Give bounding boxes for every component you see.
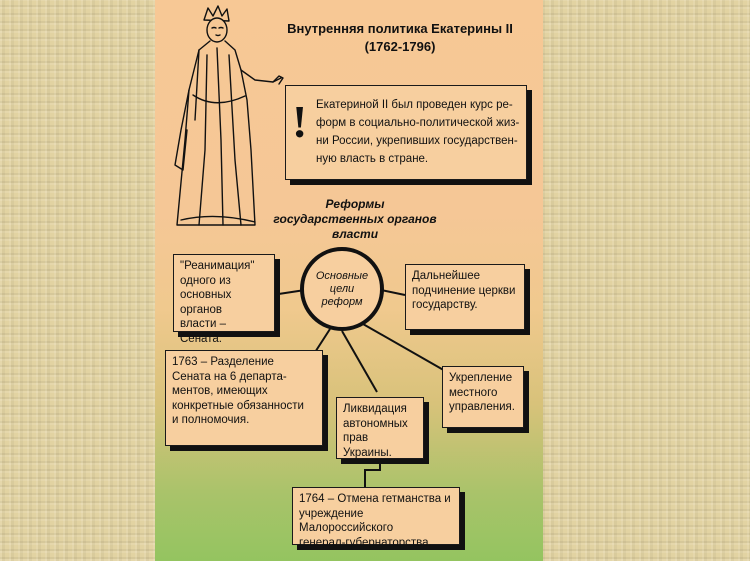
- exclamation-icon: !: [292, 96, 308, 147]
- intro-box: ! Екатериной II был проведен курс ре- фо…: [285, 85, 527, 180]
- title-line: Внутренняя политика Екатерины II: [287, 21, 513, 36]
- box-church: Дальнейшее подчинение церкви государству…: [405, 264, 525, 330]
- center-node-goals: Основные цели реформ: [300, 247, 384, 331]
- box-ukraine-rights: Ликвидация автономных прав Украины.: [336, 397, 424, 459]
- connector-lines: [271, 289, 448, 492]
- slide-panel: Внутренняя политика Екатерины II (1762-1…: [155, 0, 543, 561]
- connector-to-local-gov: [362, 323, 448, 373]
- box-local-government: Укрепление местного управления.: [442, 366, 524, 428]
- diagram-lines: [174, 5, 448, 492]
- page-title: Внутренняя политика Екатерины II (1762-1…: [265, 20, 535, 56]
- catherine-portrait-icon: [174, 5, 284, 226]
- box-senate-division: 1763 – Разделение Сената на 6 департа- м…: [165, 350, 323, 446]
- connector-to-ukraine: [341, 330, 378, 393]
- connector-to-senate: [271, 289, 306, 296]
- reforms-heading: Реформы государственных органов власти: [273, 197, 437, 241]
- intro-text: Екатериной II был проведен курс ре- форм…: [316, 99, 520, 165]
- box-hetmanate: 1764 – Отмена гетманства и учреждение Ма…: [292, 487, 460, 549]
- connector-to-hetmanate: [364, 455, 381, 492]
- subtitle-years: (1762-1796): [364, 39, 436, 54]
- box-senate-reanimation: "Реанимация" одного из основных органов …: [173, 254, 275, 345]
- connector-to-church: [380, 289, 406, 296]
